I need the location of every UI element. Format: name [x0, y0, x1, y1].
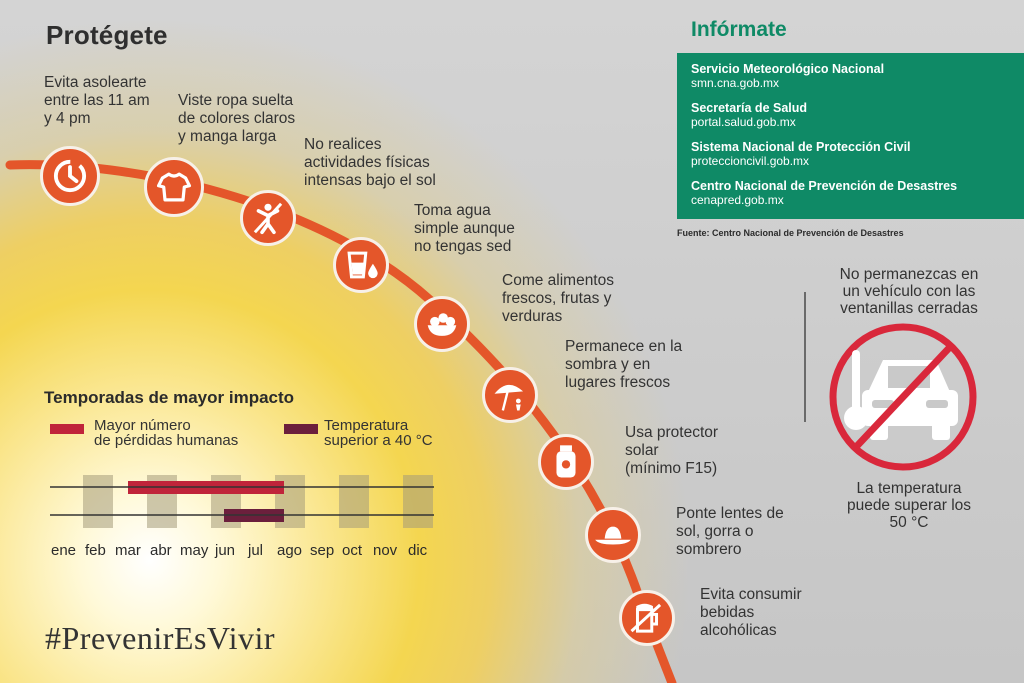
- org-url[interactable]: cenapred.gob.mx: [691, 193, 784, 207]
- shirt-icon: [144, 157, 204, 217]
- org-name: Centro Nacional de Prevención de Desastr…: [691, 179, 958, 193]
- month-label-jun: jun: [215, 542, 236, 559]
- hashtag: #PrevenirEsVivir: [45, 620, 276, 656]
- fruit-bowl-icon: [414, 296, 470, 352]
- seasons-title: Temporadas de mayor impacto: [44, 388, 295, 407]
- org-item: Servicio Meteorológico Nacional smn.cna.…: [691, 62, 884, 90]
- month-label-jul: jul: [248, 542, 264, 559]
- hat-icon: [585, 507, 641, 563]
- legend-swatch-temperature: [284, 424, 318, 434]
- no-exercise-icon: [240, 190, 296, 246]
- org-item: Secretaría de Salud portal.salud.gob.mx: [691, 101, 807, 129]
- org-name: Secretaría de Salud: [691, 101, 808, 115]
- no-alcohol-icon: [619, 590, 675, 646]
- sunscreen-icon: [538, 434, 594, 490]
- source-note: Fuente: Centro Nacional de Prevención de…: [677, 228, 904, 238]
- legend-swatch-losses: [50, 424, 84, 434]
- month-label-may: may: [180, 542, 209, 559]
- page-title: Protégete: [46, 20, 168, 50]
- org-item: Sistema Nacional de Protección Civil pro…: [691, 140, 911, 168]
- month-label-mar: mar: [115, 542, 141, 559]
- month-label-ago: ago: [277, 542, 303, 559]
- month-label-feb: feb: [85, 542, 106, 559]
- org-name: Sistema Nacional de Protección Civil: [691, 140, 911, 154]
- informate-title: Infórmate: [691, 18, 787, 41]
- no-car-icon: [829, 323, 977, 471]
- org-url[interactable]: proteccioncivil.gob.mx: [691, 154, 810, 168]
- month-label-ene: ene: [51, 542, 77, 559]
- org-url[interactable]: portal.salud.gob.mx: [691, 115, 796, 129]
- month-column: [83, 475, 113, 528]
- divider: [804, 292, 806, 422]
- org-url[interactable]: smn.cna.gob.mx: [691, 76, 780, 90]
- month-label-nov: nov: [373, 542, 398, 559]
- month-label-dic: dic: [408, 542, 428, 559]
- month-label-abr: abr: [150, 542, 172, 559]
- month-label-sep: sep: [310, 542, 335, 559]
- month-label-oct: oct: [342, 542, 363, 559]
- informate-panel: Servicio Meteorológico Nacional smn.cna.…: [677, 53, 1024, 219]
- month-column: [339, 475, 369, 528]
- org-name: Servicio Meteorológico Nacional: [691, 62, 885, 76]
- water-glass-icon: [333, 237, 389, 293]
- umbrella-icon: [482, 367, 538, 423]
- clock-icon: [40, 146, 100, 206]
- month-column: [403, 475, 433, 528]
- org-item: Centro Nacional de Prevención de Desastr…: [691, 179, 957, 207]
